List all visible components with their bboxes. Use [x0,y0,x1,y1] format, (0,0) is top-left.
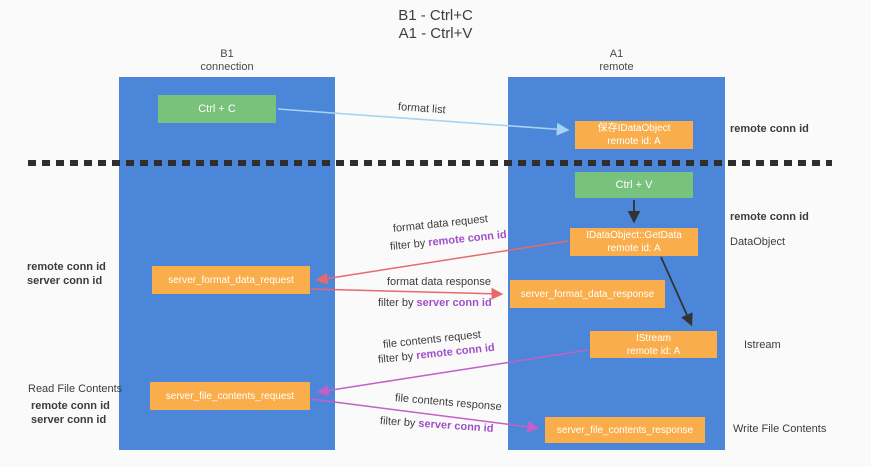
node-ctrl-c: Ctrl + C [158,95,276,123]
lane-header-a1: A1 remote [508,48,725,74]
filter-by-text: filter by [378,297,414,309]
side-label-server-conn-id-left1: server conn id [27,275,103,287]
node-istream: IStream remote id: A [590,331,717,358]
lane-b1-subtitle: connection [200,61,254,73]
lane-a1-subtitle: remote [599,61,634,73]
node-istream-line1: IStream [635,332,671,344]
side-label-remote-conn-id-top: remote conn id [730,123,809,135]
node-getdata-line2: remote id: A [607,243,661,254]
node-server-file-contents-response-label: server_file_contents_response [556,424,694,436]
node-istream-line2: remote id: A [626,345,681,357]
node-getdata-line1: IDataObject::GetData [586,230,682,241]
side-label-server-conn-id-left2: server conn id [31,414,107,426]
node-ctrl-v: Ctrl + V [575,172,693,198]
node-server-format-data-request: server_format_data_request [152,266,310,294]
arrow-format-data-response [310,287,504,300]
side-label-dataobject: DataObject [730,236,786,248]
title-line-2: A1 - Ctrl+V [398,25,473,42]
lane-a1-name: A1 [609,48,624,60]
arrow-label-file-contents-response: file contents response [394,392,503,414]
server-conn-id-text: server conn id [416,297,492,309]
diagram-title: B1 - Ctrl+C A1 - Ctrl+V [0,7,871,43]
node-idataobject-getdata: IDataObject::GetData remote id: A [570,228,698,256]
arrow-label-format-list: format list [397,101,446,117]
node-ctrl-c-label: Ctrl + C [198,103,236,115]
server-conn-id-text: server conn id [417,417,494,435]
side-label-remote-conn-id-left1: remote conn id [27,261,106,273]
filter-by-text: filter by [377,350,414,366]
node-ctrl-v-label: Ctrl + V [615,179,653,191]
side-label-remote-conn-id-mid: remote conn id [730,211,809,223]
node-server-format-data-request-label: server_format_data_request [168,274,294,286]
node-save-idataobject: 保存IDataObject remote id: A [575,121,693,149]
filter-by-text: filter by [379,415,416,430]
side-label-remote-conn-id-left2: remote conn id [31,400,110,412]
node-server-format-data-response: server_format_data_response [510,280,665,308]
side-label-istream: Istream [744,339,781,351]
separator-dashed-line [28,160,832,166]
side-label-read-file-contents: Read File Contents [28,383,123,395]
lane-header-b1: B1 connection [119,48,335,74]
node-server-file-contents-request: server_file_contents_request [150,382,310,410]
node-save-idataobject-line1: 保存IDataObject [597,123,671,134]
node-server-format-data-response-label: server_format_data_response [520,288,655,300]
remote-conn-id-text: remote conn id [427,228,508,249]
lane-b1-name: B1 [220,48,234,60]
title-line-1: B1 - Ctrl+C [398,7,473,24]
side-label-write-file-contents: Write File Contents [733,423,827,435]
arrow-label-format-data-response: format data response [387,276,491,288]
filter-by-text: filter by [389,237,426,253]
node-server-file-contents-response: server_file_contents_response [545,417,705,443]
node-save-idataobject-line2: remote id: A [607,136,661,147]
node-server-file-contents-request-label: server_file_contents_request [165,390,295,402]
